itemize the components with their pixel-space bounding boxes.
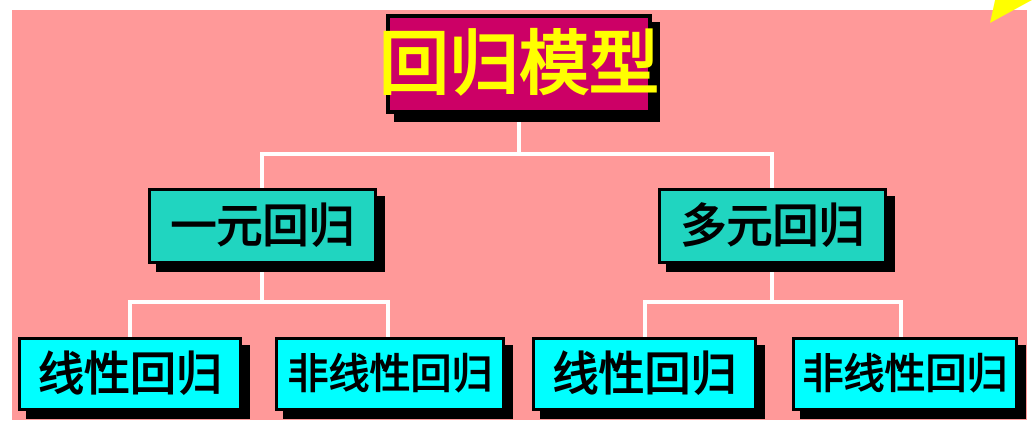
- connector-root-down: [517, 114, 521, 156]
- node-multivariate-regression-label: 多元回归: [680, 200, 865, 252]
- node-univariate-regression-label: 一元回归: [170, 200, 355, 252]
- node-linear-regression-left: 线性回归: [18, 337, 242, 411]
- connector-left-horizontal: [128, 300, 390, 304]
- node-linear-regression-right-label: 线性回归: [552, 348, 737, 400]
- connector-branch-left-up: [260, 152, 264, 190]
- connector-leaf-2-up: [386, 300, 390, 338]
- connector-leaf-4-up: [899, 300, 903, 338]
- connector-left-branch-down: [260, 264, 264, 304]
- node-linear-regression-left-label: 线性回归: [38, 348, 222, 400]
- node-linear-regression-right: 线性回归: [532, 337, 757, 411]
- node-nonlinear-regression-right-label: 非线性回归: [802, 350, 1008, 397]
- node-nonlinear-regression-left: 非线性回归: [275, 337, 505, 411]
- connector-top-horizontal: [260, 152, 774, 156]
- node-univariate-regression: 一元回归: [148, 188, 377, 264]
- node-nonlinear-regression-left-label: 非线性回归: [287, 350, 493, 397]
- connector-right-branch-down: [770, 264, 774, 304]
- node-multivariate-regression: 多元回归: [658, 188, 887, 264]
- node-regression-model-label: 回归模型: [379, 25, 659, 103]
- connector-leaf-3-up: [643, 300, 647, 338]
- node-regression-model: 回归模型: [379, 14, 659, 114]
- node-nonlinear-regression-right: 非线性回归: [792, 337, 1018, 411]
- connector-right-horizontal: [643, 300, 903, 304]
- connector-leaf-1-up: [128, 300, 132, 338]
- connector-branch-right-up: [770, 152, 774, 190]
